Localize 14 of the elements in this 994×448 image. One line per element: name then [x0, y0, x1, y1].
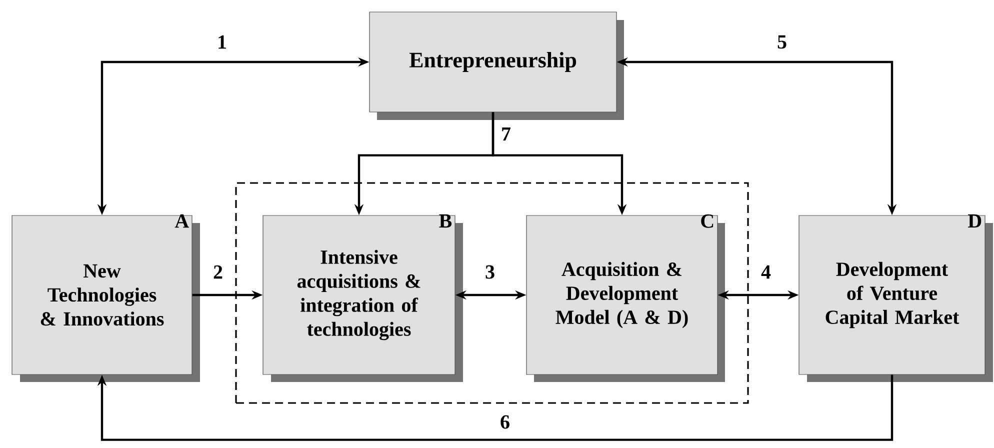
process-box: Intensive acquisitions & integration of technologies B — [262, 214, 463, 382]
dashed-group-frame — [235, 182, 749, 404]
process-box: New Technologies & Innovations A — [12, 214, 200, 382]
edge-label: 2 — [212, 264, 224, 280]
edge-label: 7 — [500, 126, 512, 142]
process-box: Acquisition & Development Model (A & D) C — [526, 214, 725, 382]
edge-label: 4 — [760, 264, 772, 280]
edge-label: 5 — [776, 34, 788, 50]
edge-label: 6 — [499, 414, 511, 430]
edge-label: 3 — [484, 264, 496, 280]
process-box: Entrepreneurship — [369, 12, 624, 120]
arrow — [97, 374, 894, 441]
process-box: Development of Venture Capital Market D — [798, 214, 993, 382]
edge-label: 1 — [216, 34, 228, 50]
